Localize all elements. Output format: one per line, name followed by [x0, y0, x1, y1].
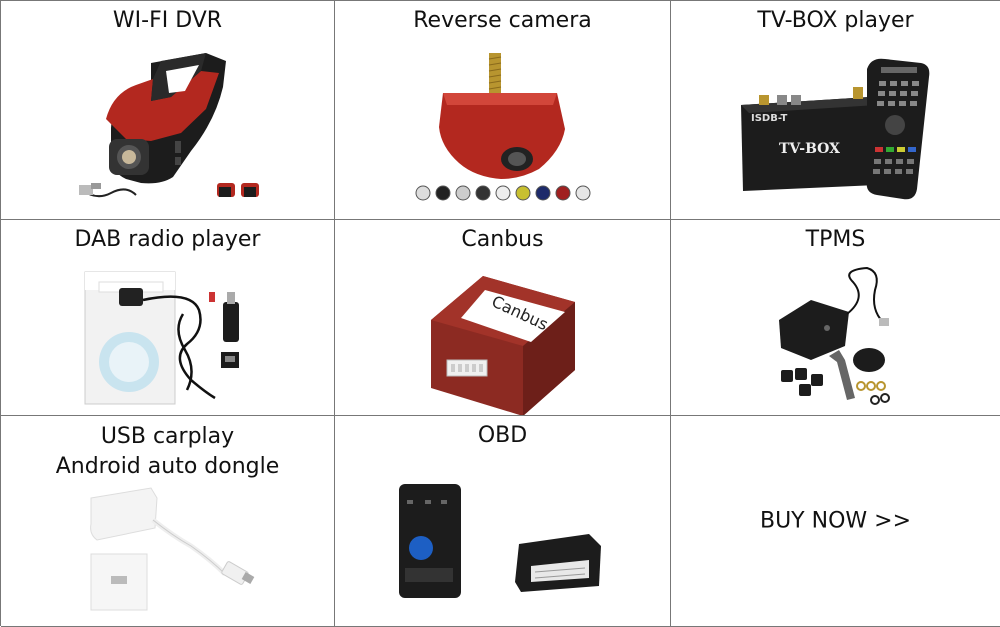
product-title: OBD	[477, 423, 528, 448]
buy-now-link[interactable]: BUY NOW >>	[759, 508, 911, 534]
product-card-carplay-dongle[interactable]: USB carplay Android auto dongle	[1, 416, 335, 627]
product-card-wifi-dvr[interactable]: WI-FI DVR	[1, 1, 335, 220]
tvbox-logo: TV-BOX	[779, 141, 840, 157]
product-title: USB carplay Android auto dongle	[1, 422, 334, 482]
obd-image	[335, 416, 670, 626]
product-card-canbus[interactable]: Canbus Canbus	[335, 220, 671, 416]
buy-now-card[interactable]: BUY NOW >>	[671, 416, 1000, 627]
product-card-obd[interactable]: OBD	[335, 416, 671, 627]
product-title: WI-FI DVR	[112, 8, 223, 33]
canbus-image: Canbus	[335, 220, 670, 415]
product-card-dab-radio[interactable]: DAB radio player	[1, 220, 335, 416]
wifi-dvr-image	[1, 1, 334, 219]
product-card-tv-box[interactable]: TV-BOX player ISDB-T TV-BOX	[671, 1, 1000, 220]
product-title: Canbus	[461, 227, 544, 252]
product-title: TV-BOX player	[757, 8, 914, 33]
carplay-dongle-image	[1, 416, 334, 626]
product-title: DAB radio player	[74, 227, 261, 252]
tpms-image	[671, 220, 1000, 415]
isdb-label: ISDB-T	[751, 113, 788, 124]
product-card-reverse-camera[interactable]: Reverse camera	[335, 1, 671, 220]
product-title: TPMS	[805, 227, 866, 252]
tv-box-image: ISDB-T TV-BOX	[671, 1, 1000, 219]
product-title-line2: Android auto dongle	[55, 454, 280, 479]
dab-radio-image	[1, 220, 334, 415]
product-title: Reverse camera	[413, 8, 592, 33]
reverse-camera-image	[335, 1, 670, 219]
product-title-line1: USB carplay	[100, 424, 235, 449]
product-card-tpms[interactable]: TPMS	[671, 220, 1000, 416]
